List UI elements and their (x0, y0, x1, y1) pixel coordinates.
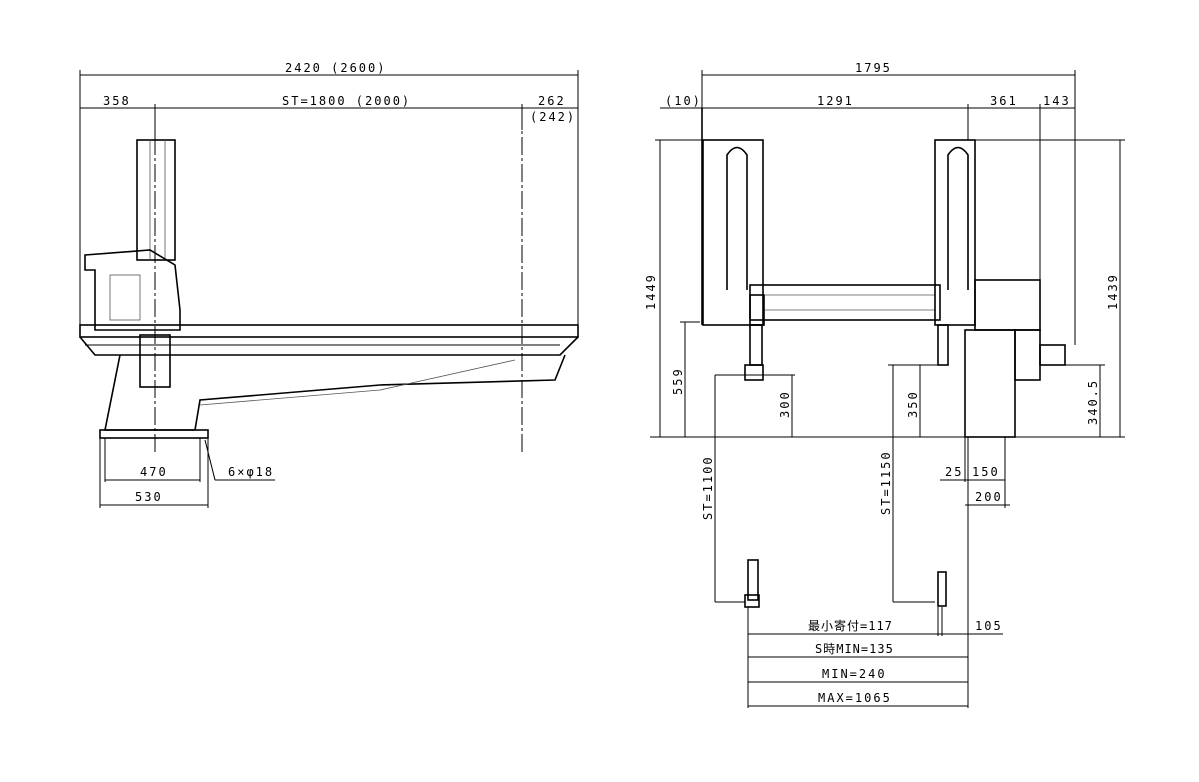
base-outer-label: 530 (135, 490, 163, 504)
overall-width-label: 2420 (2600) (285, 61, 386, 75)
right-offset-alt-label: (242) (530, 110, 576, 124)
right-end-label: 143 (1043, 94, 1071, 108)
min-label: MIN=240 (822, 667, 887, 681)
side-overall-width-label: 1795 (855, 61, 892, 75)
right-gap-label: 105 (975, 619, 1003, 633)
stroke-right-label: ST=1150 (879, 450, 893, 515)
height-right-label: 1439 (1106, 273, 1120, 310)
left-gap-label: (10) (665, 94, 702, 108)
gripper-right-height-label: 350 (906, 390, 920, 418)
side-view (650, 70, 1125, 708)
col-width-label: 150 (972, 465, 1000, 479)
rail-height-label: 559 (671, 367, 685, 395)
right-span-label: 361 (990, 94, 1018, 108)
front-view (79, 70, 579, 508)
col-total-label: 200 (975, 490, 1003, 504)
col-offset-label: 25 (945, 465, 963, 479)
left-offset-label: 358 (103, 94, 131, 108)
min-approach-label: 最小寄付=117 (808, 618, 893, 633)
height-left-label: 1449 (644, 273, 658, 310)
gripper-left-height-label: 300 (778, 390, 792, 418)
stroke-label: ST=1800 (2000) (282, 94, 411, 108)
stroke-left-label: ST=1100 (701, 455, 715, 520)
span-label: 1291 (817, 94, 854, 108)
right-offset-label: 262 (538, 94, 566, 108)
holes-label: 6×φ18 (228, 465, 274, 479)
max-label: MAX=1065 (818, 691, 892, 705)
s-min-label: S時MIN=135 (815, 642, 894, 656)
column-height-label: 340.5 (1086, 379, 1100, 425)
base-inner-label: 470 (140, 465, 168, 479)
